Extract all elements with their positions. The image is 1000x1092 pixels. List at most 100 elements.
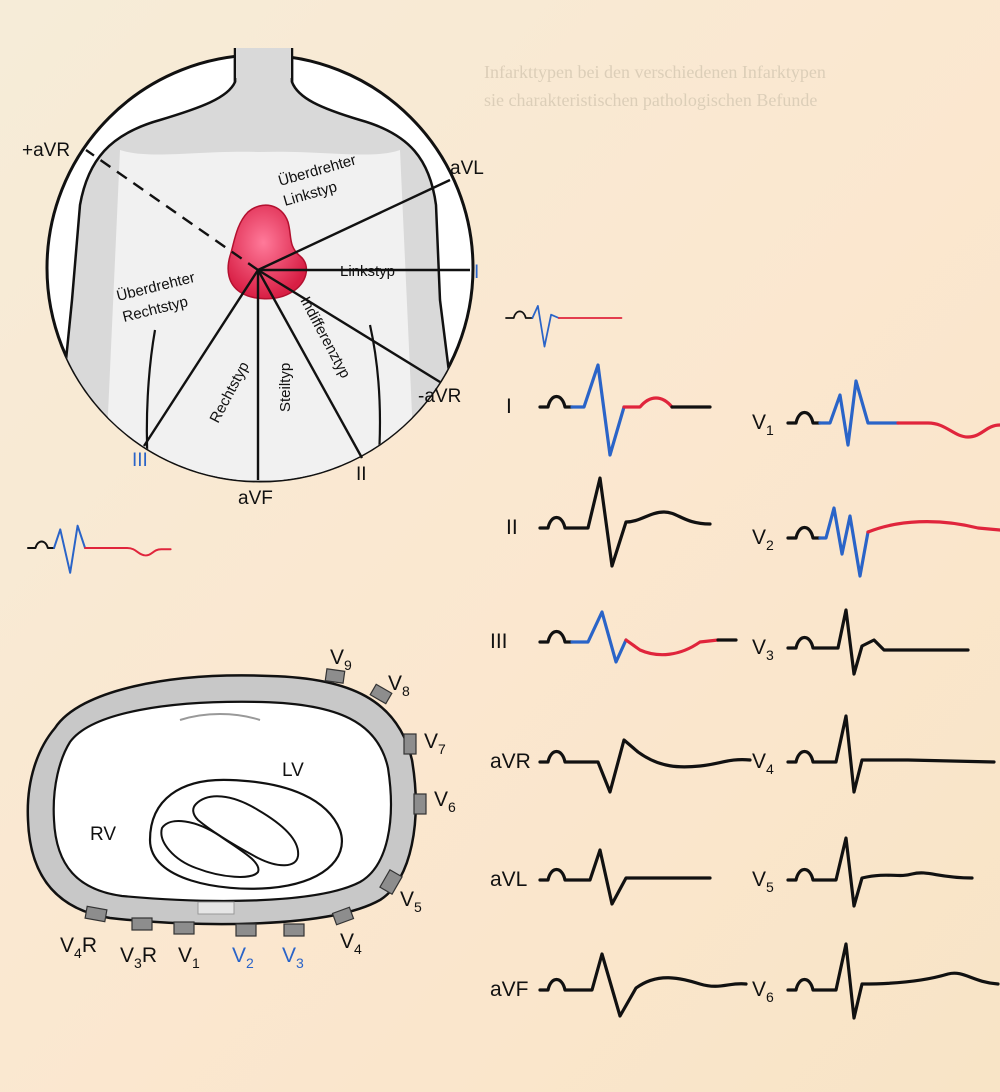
lead-label: V3 xyxy=(752,636,774,663)
electrode-label-v5: V5 xyxy=(400,888,422,915)
electrode-label-v9: V9 xyxy=(330,646,352,673)
cardiac-axis-diagram: +aVR aVL I -aVR II aVF III Überdrehter L… xyxy=(22,48,484,509)
electrode-v7 xyxy=(403,733,417,755)
sternum-mark xyxy=(179,713,261,721)
lead-trace xyxy=(786,379,1000,447)
label-lv: LV xyxy=(282,760,304,781)
electrode-v3r xyxy=(131,917,153,931)
electrode-label-v6: V6 xyxy=(434,788,456,815)
axis-minus-avr xyxy=(257,268,441,384)
lead-trace xyxy=(786,714,996,794)
axis-label-minus-avr: -aVR xyxy=(418,386,461,407)
lead-label: aVR xyxy=(490,750,531,773)
electrode-v2 xyxy=(235,923,257,937)
trace-segment-baseline xyxy=(786,714,996,794)
lead-trace xyxy=(538,738,752,794)
electrode-v8 xyxy=(369,683,393,705)
lead-III: III xyxy=(490,610,738,664)
trace-segment-baseline xyxy=(786,525,822,540)
axis-example-trace xyxy=(27,524,172,574)
lead-trace xyxy=(538,363,712,457)
lead-label: V1 xyxy=(752,411,774,438)
trace-segment-baseline xyxy=(27,540,56,549)
trace-segment-st xyxy=(84,547,172,557)
electrode-label-v3r: V3R xyxy=(120,944,157,971)
electrode-label-v1: V1 xyxy=(178,944,200,971)
trace-segment-st xyxy=(624,638,720,657)
trace-segment-qrs xyxy=(570,610,628,664)
electrode-v4r xyxy=(84,905,108,923)
lead-trace xyxy=(538,952,748,1018)
lead-aVR: aVR xyxy=(490,738,752,794)
electrode-v6 xyxy=(413,793,427,815)
neck-outline xyxy=(233,48,294,82)
axis-label-avf: aVF xyxy=(238,488,273,509)
trace-segment-baseline xyxy=(538,952,748,1018)
electrode-label-v4: V4 xyxy=(340,930,362,957)
lead-V3: V3 xyxy=(752,608,970,676)
axis-avl xyxy=(257,178,451,272)
trace-segment-baseline xyxy=(538,476,712,568)
lead-trace xyxy=(786,608,970,676)
lead-trace xyxy=(786,942,1000,1020)
lead-V4: V4 xyxy=(752,714,996,794)
axis-iii xyxy=(142,269,260,447)
trace-segment-baseline xyxy=(505,310,534,319)
background-text-line-2: sie charakteristischen pathologischen Be… xyxy=(484,90,817,110)
trace-segment-st xyxy=(622,396,674,409)
lead-label: II xyxy=(506,516,518,539)
trace-segment-baseline xyxy=(786,410,822,425)
electrode-v3 xyxy=(283,923,305,937)
type-label-linkstyp: Linkstyp xyxy=(340,263,395,280)
spine-mark xyxy=(197,901,235,915)
lead-label: V5 xyxy=(752,868,774,895)
trace-segment-baseline xyxy=(538,394,574,409)
trace-segment-baseline xyxy=(538,738,752,794)
trace-segment-baseline xyxy=(786,608,970,676)
lead-trace xyxy=(538,476,712,568)
background-text: Infarkttypen bei den verschiedenen Infar… xyxy=(484,62,826,110)
lead-V6: V6 xyxy=(752,942,1000,1020)
axis-label-ii: II xyxy=(356,464,367,485)
axis-label-plus-avr: +aVR xyxy=(22,140,70,161)
label-rv: RV xyxy=(90,824,116,845)
lead-label: III xyxy=(490,630,508,653)
electrode-label-v8: V8 xyxy=(388,672,410,699)
axis-ii xyxy=(256,269,364,459)
electrode-v4 xyxy=(331,906,355,926)
electrode-label-v3: V3 xyxy=(282,944,304,971)
lead-II: II xyxy=(506,476,712,568)
lead-label: V2 xyxy=(752,526,774,553)
trace-segment-baseline xyxy=(538,848,712,906)
trace-segment-baseline xyxy=(786,836,974,908)
lead-trace xyxy=(538,848,712,906)
axis-label-iii: III xyxy=(132,450,148,471)
lead-I: I xyxy=(506,363,712,457)
background-text-line-1: Infarkttypen bei den verschiedenen Infar… xyxy=(484,62,826,82)
trace-segment-qrs xyxy=(570,363,626,457)
axis-label-avl: aVL xyxy=(450,158,484,179)
lead-label: V4 xyxy=(752,750,774,777)
lead-trace xyxy=(538,610,738,664)
header-example-trace xyxy=(505,305,623,348)
trace-segment-qrs xyxy=(53,524,87,574)
left-ventricle-cavity xyxy=(192,795,300,867)
electrode-v9 xyxy=(324,668,346,684)
lead-trace xyxy=(786,836,974,908)
trace-segment-baseline xyxy=(538,629,574,644)
lead-aVL: aVL xyxy=(490,848,712,906)
lead-label: aVL xyxy=(490,868,527,891)
lead-label: aVF xyxy=(490,978,529,1001)
trace-segment-qrs xyxy=(531,305,560,348)
electrode-label-v2: V2 xyxy=(232,944,254,971)
lead-V2: V2 xyxy=(752,506,1000,578)
right-ventricle-cavity xyxy=(160,820,260,878)
trace-segment-qrs xyxy=(818,506,870,578)
trace-segment-qrs xyxy=(818,379,900,447)
lead-aVF: aVF xyxy=(490,952,748,1018)
lead-trace xyxy=(786,506,1000,578)
thorax-cross-section: LV RV V9 V8 V7 V6 V5 V4 V3 V2 V1 V3R V4R xyxy=(26,646,456,971)
